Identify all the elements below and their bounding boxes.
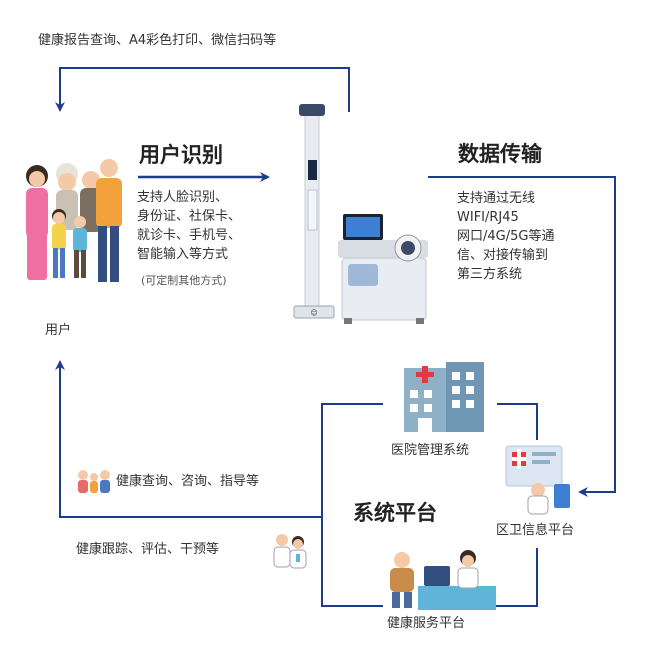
regional-label: 区卫信息平台: [496, 523, 575, 538]
top-note: 健康报告查询、A4彩色打印、微信扫码等: [38, 33, 277, 48]
family-illustration: [26, 159, 122, 282]
data-transfer-line: 支持通过无线: [457, 191, 536, 206]
return-arrow: [55, 360, 322, 518]
platform-box-right-bottom: [495, 548, 538, 607]
user-label: 用户: [45, 323, 72, 338]
data-transfer-description: 支持通过无线 WIFI/RJ45 网口/4G/5G等通 信、对接传输到 第三方系…: [457, 189, 554, 284]
data-transfer-line: 第三方系统: [457, 267, 523, 282]
health-kiosk-machine: ☺: [293, 104, 428, 324]
health-query-text: 健康查询、咨询、指导等: [116, 474, 260, 489]
data-transfer-line: 网口/4G/5G等通: [457, 229, 555, 244]
user-id-description: 支持人脸识别、 身份证、社保卡、 就诊卡、手机号、 智能输入等方式: [137, 188, 241, 264]
hospital-building-icon: [404, 362, 484, 432]
platform-box-right-top: [497, 403, 538, 440]
platform-box-left: [321, 403, 383, 607]
data-transfer-arrow: [428, 176, 616, 497]
family-icon: [78, 470, 110, 493]
health-tracking-text: 健康跟踪、评估、干预等: [76, 542, 220, 557]
user-id-line: 支持人脸识别、: [137, 190, 229, 205]
regional-platform-icon: [505, 445, 570, 515]
service-label: 健康服务平台: [387, 616, 466, 631]
data-transfer-title: 数据传输: [458, 142, 542, 166]
user-id-line: 智能输入等方式: [137, 247, 229, 262]
health-service-illustration: [390, 550, 496, 610]
svg-text:☺: ☺: [310, 309, 317, 317]
user-id-title: 用户识别: [139, 143, 223, 167]
data-transfer-line: WIFI/RJ45: [457, 210, 519, 225]
user-id-line: 就诊卡、手机号、: [137, 228, 242, 243]
user-id-line: 身份证、社保卡、: [137, 209, 242, 224]
hospital-label: 医院管理系统: [391, 443, 470, 458]
doctors-icon: [273, 534, 307, 569]
user-id-note: (可定制其他方式): [141, 274, 227, 287]
top-feedback-arrow: [55, 67, 350, 112]
data-transfer-line: 信、对接传输到: [457, 248, 549, 263]
system-platform-title: 系统平台: [353, 501, 437, 525]
